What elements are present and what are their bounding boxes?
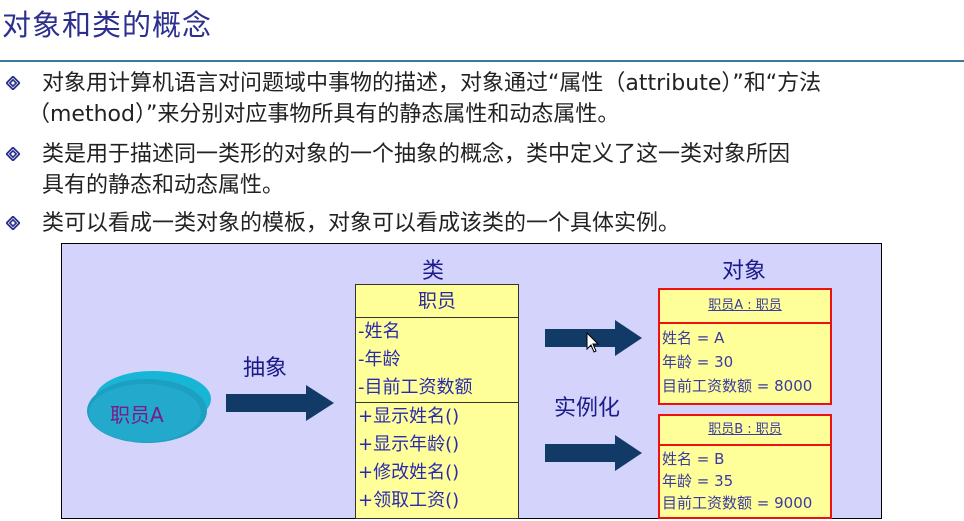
instantiate-arrow-b-icon	[545, 435, 642, 471]
class-operation: +显示年龄()	[358, 434, 460, 455]
object-field: 姓名 = A	[662, 329, 725, 347]
class-attribute: -年龄	[358, 349, 401, 370]
class-box-employee: 职员 -姓名 -年龄 -目前工资数额 +显示姓名() +显示年龄() +修改姓名…	[355, 284, 519, 519]
class-operation: +领取工资()	[358, 490, 460, 511]
bullet-1-line-2: （method）”来分别对应事物所具有的静态属性和动态属性。	[28, 102, 620, 127]
object-header: 职员B : 职员	[660, 416, 830, 446]
instantiate-arrow-a-icon	[545, 320, 642, 356]
diamond-bullet-icon	[6, 147, 20, 161]
instance-blob-shape	[87, 371, 211, 443]
class-attributes: -姓名 -年龄 -目前工资数额	[356, 318, 518, 403]
object-field: 年龄 = 35	[662, 472, 734, 490]
diamond-bullet-icon	[6, 216, 20, 230]
bullet-2-line-1: 类是用于描述同一类形的对象的一个抽象的概念，类中定义了这一类对象所因	[42, 142, 791, 167]
object-box-employee-a: 职员A : 职员 姓名 = A 年龄 = 30 目前工资数额 = 8000	[658, 288, 832, 405]
class-label: 类	[422, 259, 445, 284]
object-field: 目前工资数额 = 8000	[662, 377, 813, 395]
class-object-diagram: 职员A 抽象 类 职员 -姓名 -年龄 -目前工资数额 +显示姓名() +显示年…	[61, 243, 882, 519]
bullet-3-line-1: 类可以看成一类对象的模板，对象可以看成该类的一个具体实例。	[42, 211, 681, 236]
instantiate-label: 实例化	[554, 396, 621, 421]
object-label: 对象	[722, 259, 767, 284]
class-operation: +显示姓名()	[358, 406, 460, 427]
slide-title: 对象和类的概念	[2, 8, 213, 42]
object-field: 年龄 = 30	[662, 353, 734, 371]
abstraction-arrow-icon	[226, 385, 334, 421]
bullet-2-line-2: 具有的静态和动态属性。	[42, 173, 285, 198]
class-name: 职员	[356, 285, 518, 318]
bullet-1-line-1: 对象用计算机语言对问题域中事物的描述，对象通过“属性（attribute）”和“…	[42, 71, 822, 96]
object-header: 职员A : 职员	[660, 290, 830, 324]
title-divider	[0, 60, 964, 62]
object-field: 姓名 = B	[662, 450, 725, 468]
object-field: 目前工资数额 = 9000	[662, 494, 813, 512]
instance-blob-label: 职员A	[110, 403, 164, 427]
abstraction-label: 抽象	[243, 356, 288, 381]
class-operation: +修改姓名()	[358, 462, 460, 483]
class-attribute: -目前工资数额	[358, 377, 473, 398]
object-box-employee-b: 职员B : 职员 姓名 = B 年龄 = 35 目前工资数额 = 9000	[658, 414, 832, 519]
diamond-bullet-icon	[6, 76, 20, 90]
mouse-cursor-icon	[586, 332, 600, 353]
class-operations: +显示姓名() +显示年龄() +修改姓名() +领取工资()	[356, 403, 518, 515]
class-attribute: -姓名	[358, 321, 401, 342]
